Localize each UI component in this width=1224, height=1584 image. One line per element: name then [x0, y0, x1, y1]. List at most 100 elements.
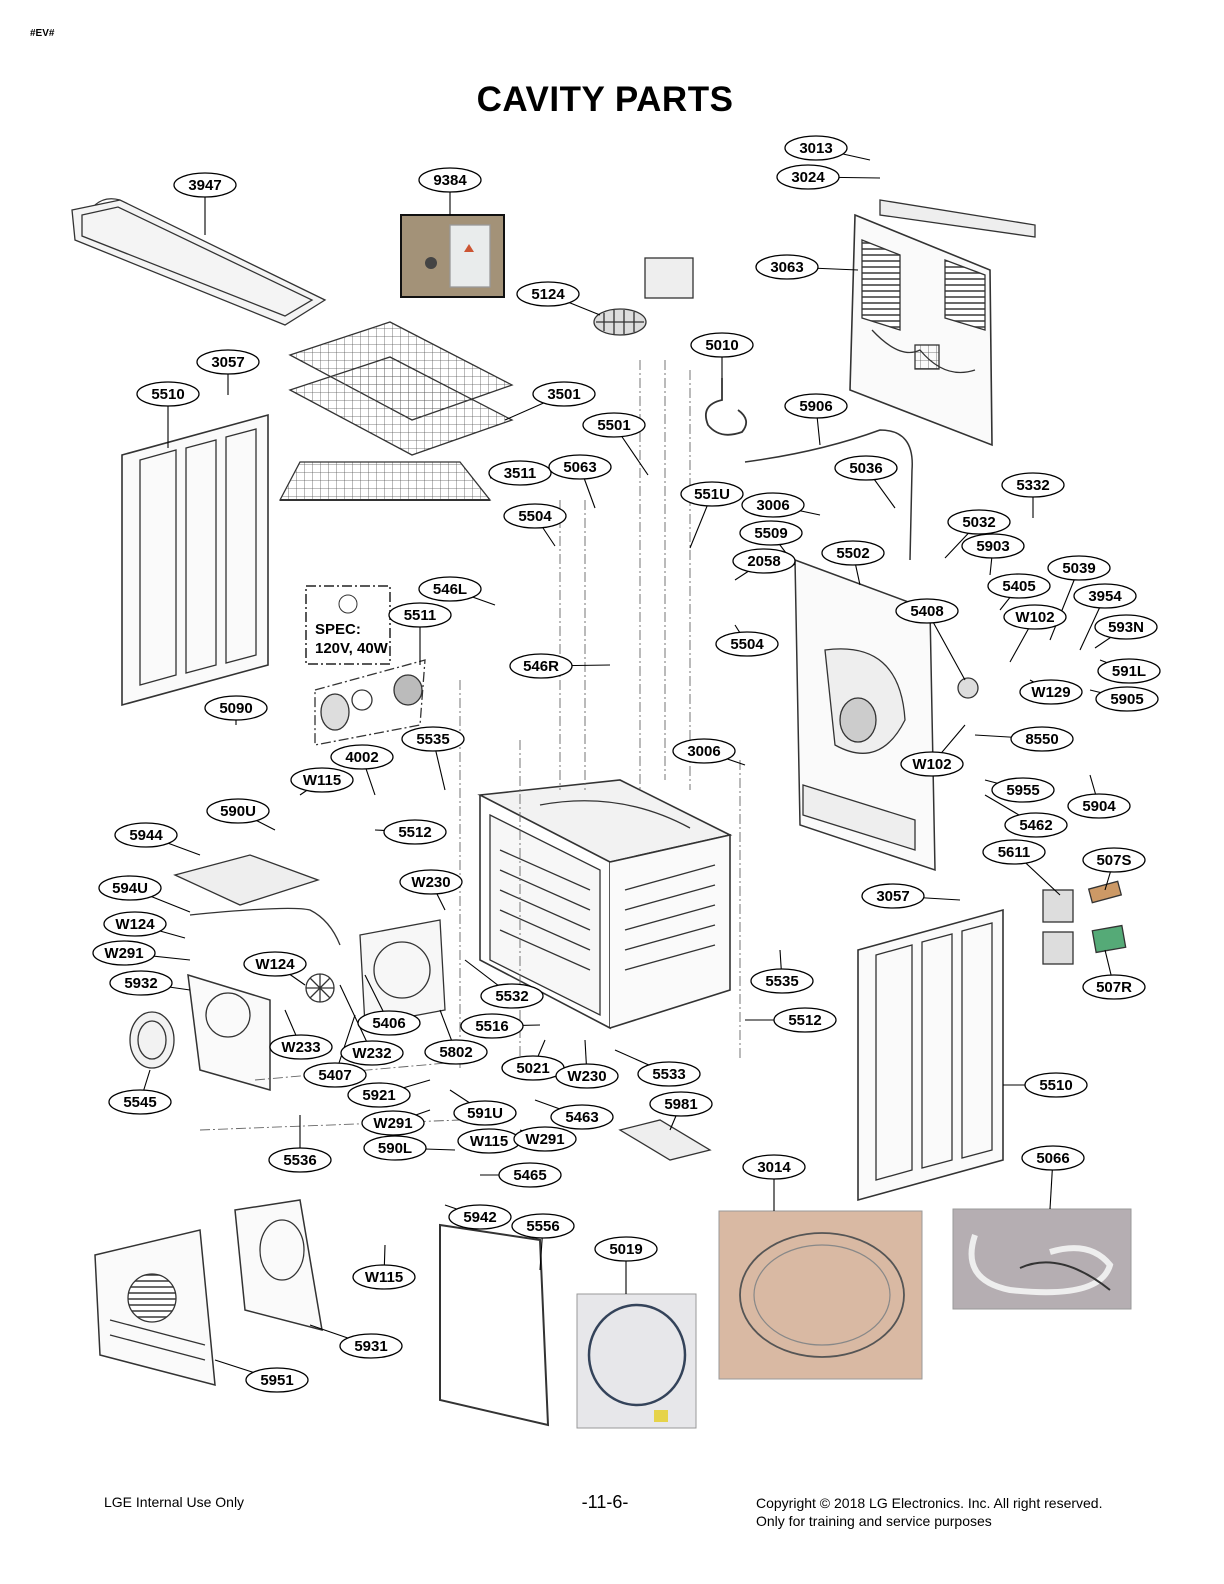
copyright-line-2: Only for training and service purposes — [756, 1513, 992, 1529]
callout-label: 5462 — [1019, 817, 1052, 834]
lamp-assembly-5511 — [314, 659, 426, 746]
copyright-line-1: Copyright © 2018 LG Electronics. Inc. Al… — [756, 1495, 1103, 1511]
part-callout: 4002 — [330, 744, 394, 770]
callout-label: 5981 — [664, 1096, 697, 1113]
callout-label: 591L — [1112, 663, 1146, 680]
callout-label: 507S — [1096, 852, 1131, 869]
lamp-spec-box: SPEC: 120V, 40W — [305, 585, 391, 665]
callout-label: W230 — [411, 874, 450, 891]
callout-label: 5802 — [439, 1044, 472, 1061]
part-callout: 5501 — [582, 412, 646, 438]
fan-bracket-5932 — [129, 973, 271, 1091]
part-callout: 8550 — [1010, 726, 1074, 752]
callout-label: 8550 — [1025, 731, 1058, 748]
callout-label: 5932 — [124, 975, 157, 992]
part-callout: 3014 — [742, 1154, 806, 1180]
part-callout: 5019 — [594, 1236, 658, 1262]
part-callout: 5039 — [1047, 555, 1111, 581]
part-callout: 590U — [206, 798, 270, 824]
callout-bubble — [399, 869, 463, 895]
callout-bubble — [206, 798, 270, 824]
callout-bubble — [109, 970, 173, 996]
callout-bubble — [509, 653, 573, 679]
part-callout: 5462 — [1004, 812, 1068, 838]
callout-bubble — [637, 1061, 701, 1087]
part-callout: W115 — [352, 1264, 416, 1290]
callout-bubble — [690, 332, 754, 358]
part-callout: 5545 — [108, 1089, 172, 1115]
part-callout: W129 — [1019, 679, 1083, 705]
part-callout: 5332 — [1001, 472, 1065, 498]
part-callout: 5407 — [303, 1062, 367, 1088]
part-callout: 9384 — [418, 167, 482, 193]
footer-internal-use: LGE Internal Use Only — [104, 1494, 245, 1510]
part-callout: 5509 — [739, 520, 803, 546]
part-callout: 5066 — [1021, 1145, 1085, 1171]
callout-label: W129 — [1031, 684, 1070, 701]
callout-bubble — [453, 1100, 517, 1126]
footer-copyright: Copyright © 2018 LG Electronics. Inc. Al… — [756, 1494, 1102, 1530]
callout-bubble — [268, 1147, 332, 1173]
cooling-fan-5124 — [593, 257, 694, 336]
callout-label: 2058 — [747, 553, 780, 570]
part-callout: 5512 — [773, 1007, 837, 1033]
oven-rack-3511 — [278, 461, 492, 501]
callout-bubble — [532, 381, 596, 407]
callout-label: 5509 — [754, 525, 787, 542]
callout-label: 5532 — [495, 988, 528, 1005]
side-panel-left-5510 — [121, 413, 269, 707]
part-callout: 3013 — [784, 135, 848, 161]
callout-label: 3954 — [1088, 588, 1122, 605]
callout-bubble — [243, 951, 307, 977]
callout-label: W124 — [115, 916, 155, 933]
callout-label: 3057 — [876, 888, 909, 905]
callout-bubble — [961, 533, 1025, 559]
callout-bubble — [582, 412, 646, 438]
part-callout: 5944 — [114, 822, 178, 848]
part-callout: 594U — [98, 875, 162, 901]
part-callout: W115 — [290, 767, 354, 793]
callout-label: 5504 — [730, 636, 764, 653]
callout-label: W115 — [365, 1269, 403, 1286]
callout-bubble — [715, 631, 779, 657]
callout-label: 5405 — [1002, 578, 1035, 595]
part-callout: 5536 — [268, 1147, 332, 1173]
callout-bubble — [755, 254, 819, 280]
callout-bubble — [488, 460, 552, 486]
part-callout: W124 — [243, 951, 307, 977]
callout-label: W102 — [1015, 609, 1054, 626]
callout-bubble — [136, 381, 200, 407]
callout-bubble — [108, 1089, 172, 1115]
callout-bubble — [424, 1039, 488, 1065]
callout-bubble — [114, 822, 178, 848]
callout-bubble — [1095, 686, 1159, 712]
callout-label: 3006 — [756, 497, 789, 514]
callout-label: 5039 — [1062, 560, 1095, 577]
oven-cavity-box — [477, 779, 733, 1030]
part-callout: 5533 — [637, 1061, 701, 1087]
callout-bubble — [383, 819, 447, 845]
part-callout: 3511 — [488, 460, 552, 486]
part-callout: 5942 — [448, 1204, 512, 1230]
part-callout: 5535 — [750, 968, 814, 994]
callout-label: 5021 — [516, 1060, 549, 1077]
callout-bubble — [1047, 555, 1111, 581]
callout-bubble — [594, 1236, 658, 1262]
part-callout: 5010 — [690, 332, 754, 358]
heater-cover-5944 — [173, 854, 341, 946]
callout-label: 5010 — [705, 337, 738, 354]
part-callout: W124 — [103, 911, 167, 937]
document-mark: #EV# — [30, 28, 55, 39]
callout-bubble — [418, 576, 482, 602]
side-panel-right-5510 — [857, 908, 1004, 1202]
part-callout: 5905 — [1095, 686, 1159, 712]
callout-bubble — [982, 839, 1046, 865]
part-callout: 5510 — [1024, 1072, 1088, 1098]
part-callout: W102 — [1003, 604, 1067, 630]
part-callout: 3024 — [776, 164, 840, 190]
page-title: CAVITY PARTS — [476, 80, 734, 119]
part-callout: W291 — [361, 1110, 425, 1136]
terminal-blocks-5611 — [1042, 889, 1074, 965]
